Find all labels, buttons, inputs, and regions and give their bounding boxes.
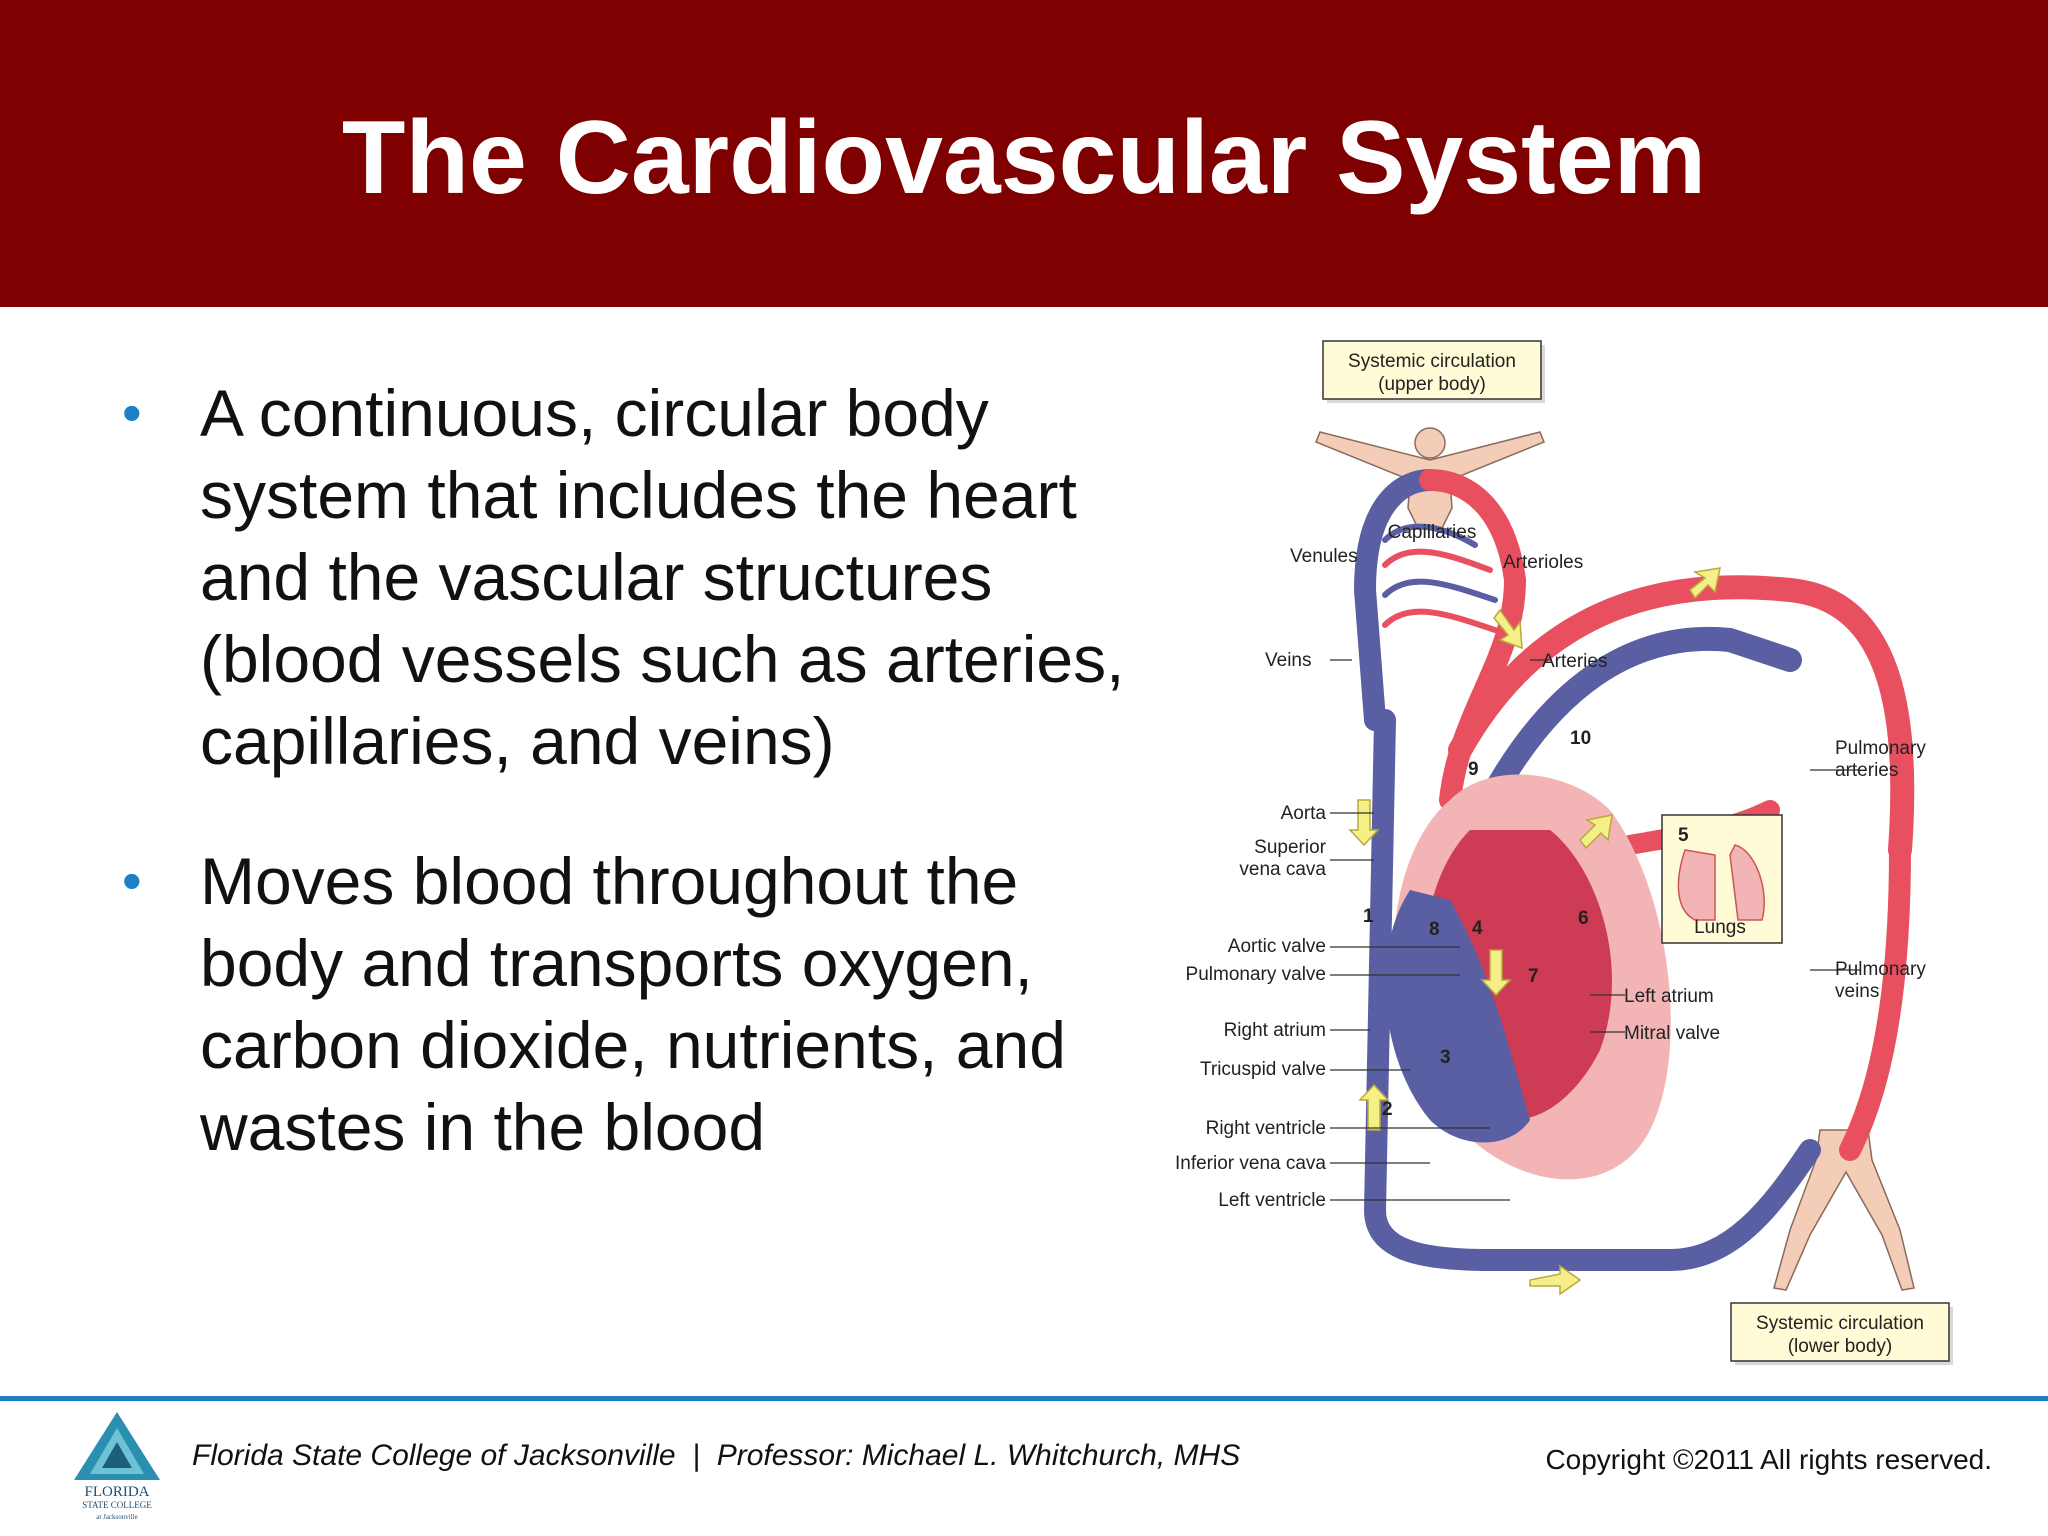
bullet-dot-icon: • [122,381,142,444]
label-left-atrium: Left atrium [1624,986,1714,1007]
flow-arrows [1348,567,1721,1296]
lower-box-line2: (lower body) [1788,1336,1893,1357]
step-3: 3 [1440,1047,1451,1068]
label-inferior-vena-cava: Inferior vena cava [1175,1153,1326,1174]
label-pulmonary-arteries-1: Pulmonary [1835,738,1926,759]
label-pulmonary-veins-1: Pulmonary [1835,959,1926,980]
label-arteries: Arteries [1542,651,1607,672]
bullet-text: Moves blood throughout the body and tran… [200,844,1066,1164]
step-7: 7 [1528,966,1539,987]
logo-line2: STATE COLLEGE [82,1500,152,1510]
heart [1385,774,1671,1180]
lungs-box: Lungs [1661,814,1783,944]
college-logo: FLORIDA STATE COLLEGE at Jacksonville [74,1412,160,1521]
label-superior-vena-cava-2: vena cava [1239,859,1326,880]
label-aortic-valve: Aortic valve [1228,936,1326,957]
label-pulmonary-valve: Pulmonary valve [1186,964,1326,985]
step-numbers: 1 2 3 4 5 6 7 8 9 10 [1363,728,1689,1120]
upper-box-line1: Systemic circulation [1348,351,1516,372]
bullet-item: • Moves blood throughout the body and tr… [118,840,1158,1168]
lower-body-box: Systemic circulation (lower body) [1730,1302,1953,1365]
label-pulmonary-veins-2: veins [1835,981,1879,1002]
label-left-ventricle: Left ventricle [1218,1190,1326,1211]
logo-line1: FLORIDA [84,1484,149,1500]
leader-lines [1330,659,1860,1201]
label-veins: Veins [1265,650,1311,671]
upper-body-box: Systemic circulation (upper body) [1322,340,1545,403]
slide-title: The Cardiovascular System [341,100,1707,216]
lower-body-figure [1773,1129,1915,1291]
lower-box-line1: Systemic circulation [1756,1313,1924,1334]
label-tricuspid-valve: Tricuspid valve [1200,1059,1326,1080]
step-5: 5 [1678,825,1689,846]
step-6: 6 [1578,908,1589,929]
footer-divider [0,1396,2048,1401]
step-8: 8 [1429,919,1440,940]
lungs-label: Lungs [1694,917,1746,938]
step-10: 10 [1570,728,1591,749]
upper-box-line2: (upper body) [1378,374,1486,395]
step-1: 1 [1363,906,1374,927]
step-4: 4 [1472,918,1483,939]
step-9: 9 [1468,759,1479,780]
label-aorta: Aorta [1281,803,1327,824]
label-right-ventricle: Right ventricle [1206,1118,1326,1139]
bullet-text: A continuous, circular body system that … [200,376,1125,778]
label-arterioles: Arterioles [1503,552,1583,573]
title-bar: The Cardiovascular System [0,0,2048,307]
label-venules: Venules [1290,546,1358,567]
footer-copyright: Copyright ©2011 All rights reserved. [1545,1444,1992,1475]
label-mitral-valve: Mitral valve [1624,1023,1720,1044]
footer-institution: Florida State College of Jacksonville | … [192,1439,1241,1472]
label-pulmonary-arteries-2: arteries [1835,760,1898,781]
lower-vessels [1363,709,1911,1271]
label-capillaries: Capillaries [1388,522,1477,543]
bullet-dot-icon: • [122,849,142,912]
circulation-diagram: Systemic circulation (upper body) System… [1175,340,1953,1365]
logo-line3: at Jacksonville [96,1513,137,1521]
bullet-list: • A continuous, circular body system tha… [118,372,1158,1168]
diagram-labels: Capillaries Venules Arterioles Veins Art… [1175,522,1926,1211]
label-superior-vena-cava-1: Superior [1254,837,1326,858]
step-2: 2 [1382,1099,1393,1120]
bullet-item: • A continuous, circular body system tha… [118,372,1158,782]
label-right-atrium: Right atrium [1224,1020,1326,1041]
